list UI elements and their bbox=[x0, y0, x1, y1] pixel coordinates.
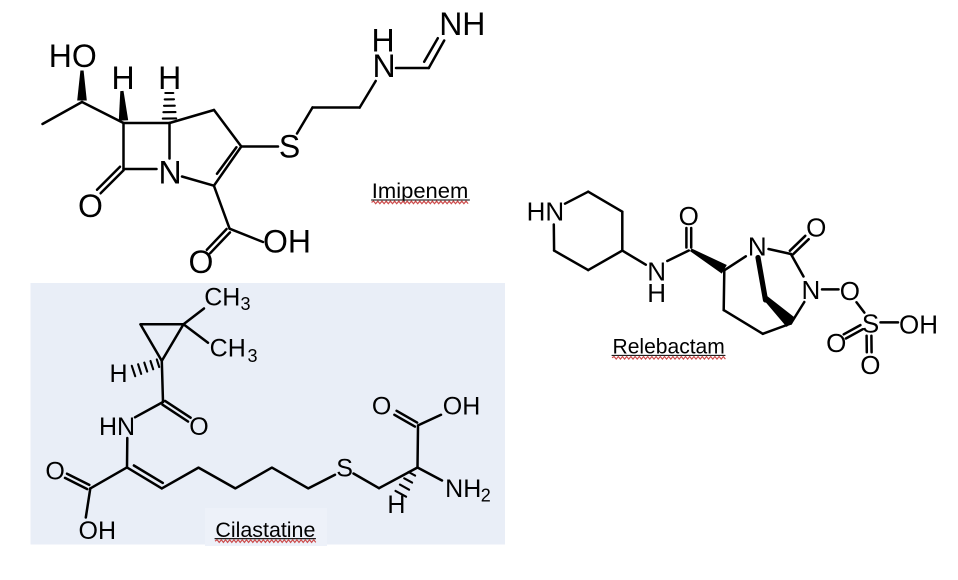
svg-text:H: H bbox=[109, 360, 127, 388]
svg-text:O: O bbox=[860, 350, 880, 380]
svg-text:O: O bbox=[189, 413, 208, 441]
svg-text:N: N bbox=[802, 275, 821, 305]
svg-text:H: H bbox=[371, 23, 394, 59]
svg-text:CH: CH bbox=[204, 283, 240, 311]
svg-text:OH: OH bbox=[79, 517, 117, 545]
svg-text:NH: NH bbox=[439, 6, 485, 42]
svg-text:O: O bbox=[806, 212, 826, 242]
svg-text:2: 2 bbox=[481, 486, 491, 506]
svg-text:OH: OH bbox=[899, 309, 938, 339]
svg-text:O: O bbox=[45, 458, 64, 486]
svg-text:3: 3 bbox=[247, 346, 257, 366]
svg-text:HN: HN bbox=[99, 413, 135, 441]
svg-text:O: O bbox=[188, 244, 213, 280]
svg-text:O: O bbox=[78, 188, 103, 224]
svg-text:S: S bbox=[336, 455, 353, 483]
svg-text:OH: OH bbox=[263, 224, 311, 260]
svg-text:CH: CH bbox=[210, 334, 246, 362]
svg-text:O: O bbox=[679, 201, 699, 231]
svg-text:H: H bbox=[111, 60, 134, 96]
svg-text:O: O bbox=[372, 393, 391, 421]
svg-text:3: 3 bbox=[240, 294, 250, 314]
svg-text:OH: OH bbox=[443, 393, 481, 421]
svg-text:HN: HN bbox=[527, 197, 565, 227]
svg-text:NH: NH bbox=[445, 475, 481, 503]
svg-text:O: O bbox=[826, 328, 846, 358]
svg-text:H: H bbox=[158, 60, 181, 96]
svg-text:HO: HO bbox=[49, 38, 97, 74]
svg-text:N: N bbox=[159, 154, 182, 190]
svg-text:H: H bbox=[647, 278, 666, 308]
